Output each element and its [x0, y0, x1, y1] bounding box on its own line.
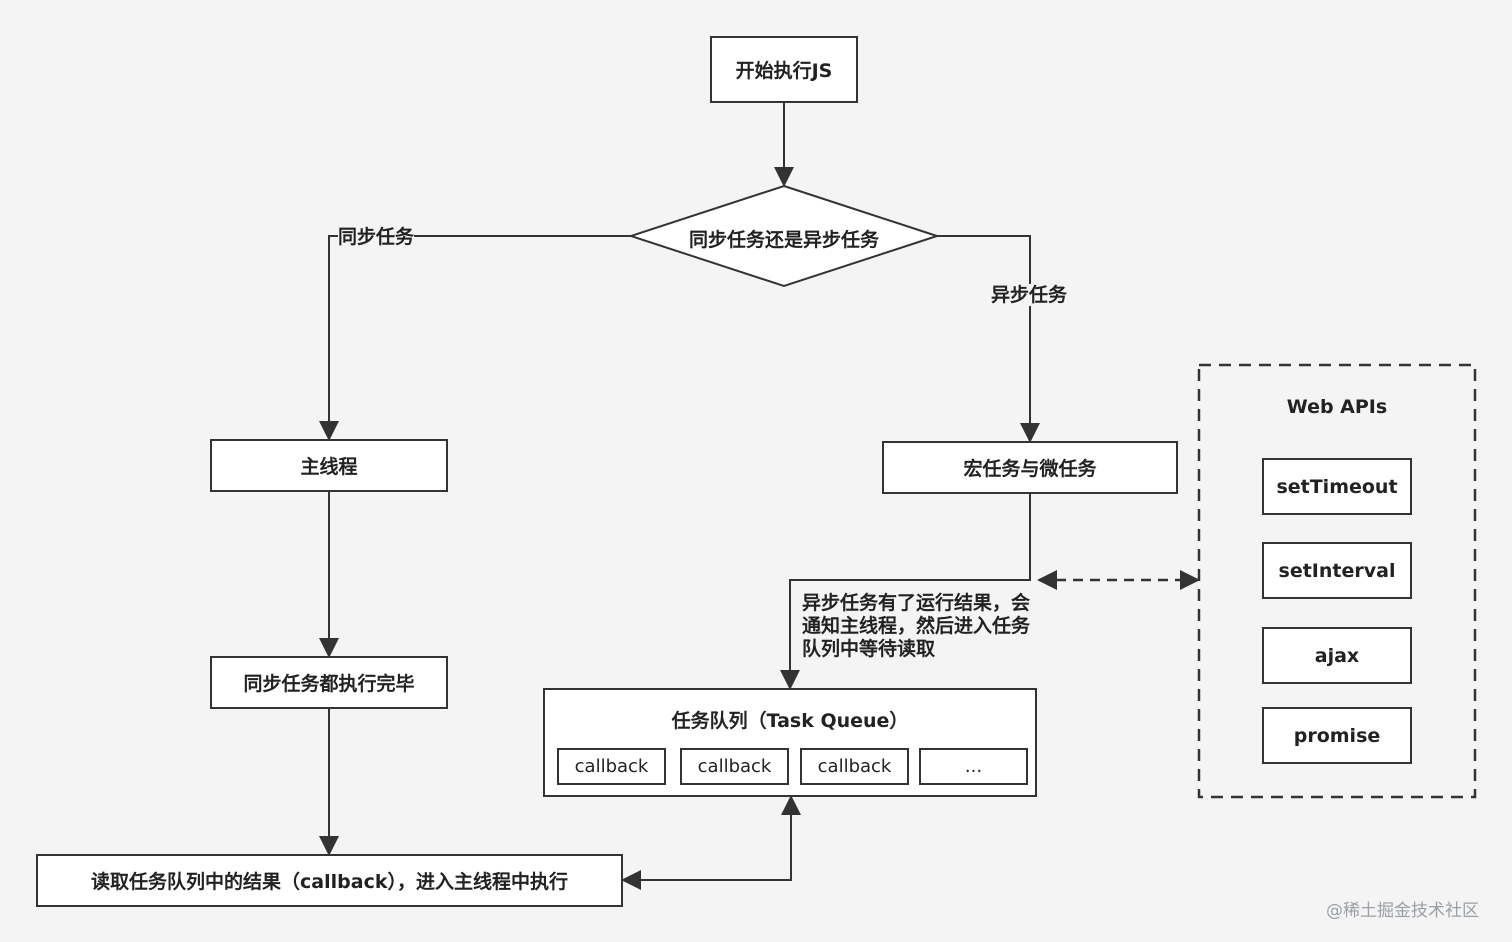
main-thread-node: 主线程	[210, 439, 448, 492]
start-node-label: 开始执行JS	[735, 60, 833, 82]
main-thread-label: 主线程	[300, 456, 358, 478]
sync-done-label: 同步任务都执行完毕	[243, 673, 415, 695]
task-queue-item-1: callback	[557, 748, 666, 785]
read-result-label: 读取任务队列中的结果（callback），进入主线程中执行	[91, 871, 568, 893]
task-queue-title: 任务队列（Task Queue）	[671, 710, 909, 732]
edge-label-sync: 同步任务	[338, 226, 415, 248]
web-api-ajax-label: ajax	[1314, 644, 1360, 667]
start-node: 开始执行JS	[710, 36, 858, 103]
async-result-note-line-2: 通知主线程，然后进入任务	[802, 615, 1031, 637]
decision-diamond	[627, 184, 941, 288]
decision-node-label: 同步任务还是异步任务	[688, 229, 879, 251]
web-api-setinterval-label: setInterval	[1278, 559, 1396, 582]
web-api-settimeout-label: setTimeout	[1276, 475, 1398, 498]
sync-done-node: 同步任务都执行完毕	[210, 656, 448, 709]
task-queue-item-2: callback	[680, 748, 789, 785]
watermark: @稀土掘金技术社区	[1326, 901, 1479, 921]
async-result-note-line-1: 异步任务有了运行结果，会	[802, 592, 1031, 614]
edge-decision-to-macro-micro	[937, 235, 1040, 443]
async-result-note-line-3: 队列中等待读取	[802, 638, 936, 660]
web-api-ajax: ajax	[1262, 627, 1412, 684]
task-queue-item-4: ...	[919, 748, 1028, 785]
macro-micro-node: 宏任务与微任务	[882, 441, 1178, 494]
web-apis-title: Web APIs	[1286, 396, 1388, 418]
async-result-note: 异步任务有了运行结果，会 通知主线程，然后进入任务 队列中等待读取	[802, 592, 1030, 661]
web-api-settimeout: setTimeout	[1262, 458, 1412, 515]
read-result-node: 读取任务队列中的结果（callback），进入主线程中执行	[36, 854, 623, 907]
task-queue-item-3: callback	[800, 748, 909, 785]
web-api-setinterval: setInterval	[1262, 542, 1412, 599]
edge-macro-micro-to-task-queue	[780, 494, 1031, 690]
edge-decision-to-main-thread	[319, 235, 631, 441]
web-api-promise-label: promise	[1293, 724, 1381, 747]
edge-task-queue-to-read-result	[621, 795, 801, 890]
macro-micro-label: 宏任务与微任务	[963, 458, 1097, 480]
web-api-promise: promise	[1262, 707, 1412, 764]
edge-label-async: 异步任务	[991, 284, 1068, 306]
